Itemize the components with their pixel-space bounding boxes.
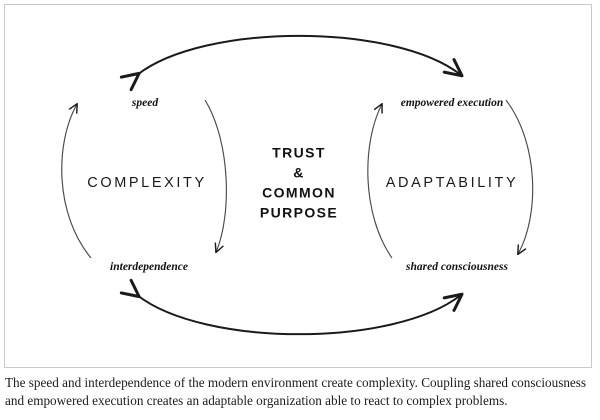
center-node-title: TRUST & COMMON PURPOSE: [260, 143, 338, 223]
right-outer-arc: [505, 99, 534, 253]
right-node-title: ADAPTABILITY: [385, 175, 519, 191]
right-inner-arc: [367, 104, 393, 259]
bottom-connector-arc: [119, 278, 464, 336]
figure-caption: The speed and interdependence of the mod…: [5, 375, 587, 408]
left-node-bottom-label: interdependence: [110, 261, 188, 273]
center-line-4: PURPOSE: [259, 203, 339, 220]
diagram-frame: COMPLEXITY speed interdependence TRUST &…: [4, 4, 592, 368]
top-connector-arc: [119, 34, 464, 92]
center-line-3: COMMON: [262, 184, 336, 200]
center-line-2: &: [293, 164, 305, 181]
left-node-title: COMPLEXITY: [87, 175, 207, 191]
right-node-bottom-label: shared consciousness: [406, 261, 508, 273]
right-node-top-label: empowered execution: [400, 97, 504, 109]
center-line-1: TRUST: [272, 144, 326, 161]
diagram-svg: [61, 34, 534, 336]
left-node-top-label: speed: [131, 97, 159, 109]
left-outer-arc: [61, 104, 92, 259]
left-inner-arc: [204, 99, 227, 251]
